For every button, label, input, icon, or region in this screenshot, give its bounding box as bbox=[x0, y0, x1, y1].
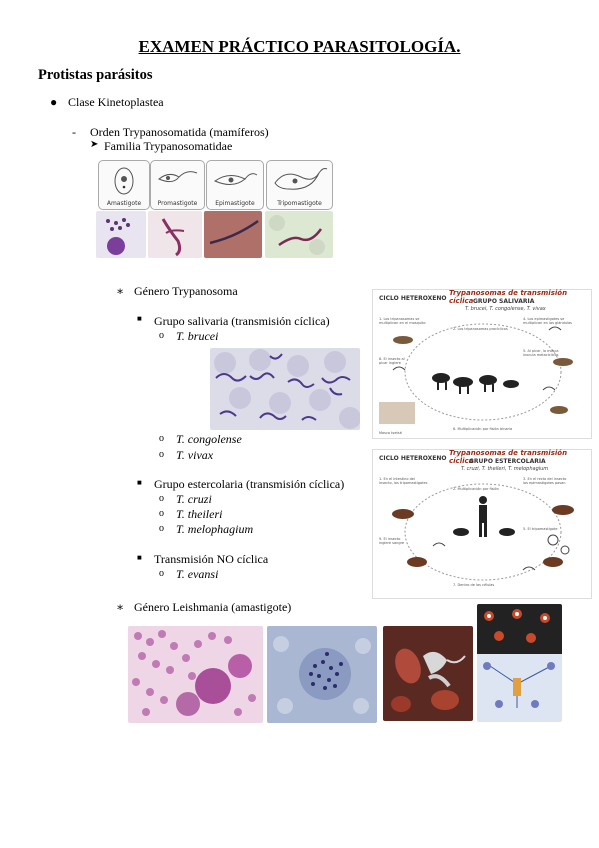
bullet-arrow: ➤ bbox=[90, 139, 99, 150]
svg-text:1. En el intestino del: 1. En el intestino del bbox=[379, 477, 415, 481]
species-t-congolense: T. congolense bbox=[176, 432, 242, 446]
promastigote-drawing bbox=[158, 171, 198, 183]
svg-text:Mosca tsetsé: Mosca tsetsé bbox=[379, 431, 402, 435]
bullet-star: ∗ bbox=[116, 600, 125, 614]
epimastigote-micrograph bbox=[204, 211, 262, 258]
bullet-star: ∗ bbox=[116, 284, 125, 298]
svg-text:los epimastigotes pasan: los epimastigotes pasan bbox=[523, 481, 566, 485]
species-t-evansi: T. evansi bbox=[176, 567, 219, 581]
epimastigote-drawing bbox=[213, 173, 258, 185]
diagram-group: GRUPO ESTERCOLARIA bbox=[469, 458, 546, 465]
svg-text:3. En el recto del insecto: 3. En el recto del insecto bbox=[523, 477, 566, 481]
bullet-circle: o bbox=[159, 493, 164, 504]
tripomastigote-micrograph bbox=[265, 211, 333, 258]
grupo-estercolaria: Grupo estercolaria (transmisión cíclica) bbox=[154, 477, 345, 491]
clase-label: Clase Kinetoplastea bbox=[68, 95, 164, 109]
diagram-corner-label: CICLO HETEROXENO bbox=[379, 295, 447, 302]
diagram-title: Trypanosomas de transmisión cíclica bbox=[449, 449, 568, 465]
t-brucei-micrograph bbox=[210, 348, 360, 430]
bullet-circle: o bbox=[159, 330, 164, 341]
stage-epimastigote: Epimastigote bbox=[206, 160, 264, 210]
svg-text:9. El insecto: 9. El insecto bbox=[379, 537, 400, 541]
section-heading: Protistas parásitos bbox=[38, 67, 153, 83]
salivaria-cycle-diagram: CICLO HETEROXENO Trypanosomas de transmi… bbox=[372, 289, 592, 439]
bullet-circle: o bbox=[159, 568, 164, 579]
leishmania-smear-2 bbox=[267, 626, 377, 723]
bullet-circle: o bbox=[159, 508, 164, 519]
svg-text:picar ingiere: picar ingiere bbox=[379, 361, 401, 365]
diagram-species: T. brucei, T. congolense, T. vivax bbox=[465, 306, 546, 312]
stage-promastigote: Promastigote bbox=[150, 160, 205, 210]
svg-text:5. Al picar, la mosca: 5. Al picar, la mosca bbox=[523, 349, 559, 353]
species-t-brucei: T. brucei bbox=[176, 329, 219, 343]
species-t-cruzi: T. cruzi bbox=[176, 492, 212, 506]
estercolaria-cycle-diagram: CICLO HETEROXENO Trypanosomas de transmi… bbox=[372, 449, 592, 599]
svg-text:inocula metacíclicos: inocula metacíclicos bbox=[523, 353, 559, 357]
svg-text:multiplican en el mosquito: multiplican en el mosquito bbox=[379, 321, 426, 325]
stage-label: Amastigote bbox=[106, 200, 142, 207]
amastigote-micrograph bbox=[96, 211, 146, 258]
diagram-corner-label: CICLO HETEROXENO bbox=[379, 455, 447, 462]
stage-label: Tripomastigote bbox=[277, 200, 322, 207]
bullet-square: ■ bbox=[137, 553, 142, 562]
genero-trypanosoma: Género Trypanosoma bbox=[134, 284, 238, 298]
promastigote-micrograph bbox=[148, 211, 202, 258]
svg-text:insecto, los tripomastigotes: insecto, los tripomastigotes bbox=[379, 481, 428, 485]
species-t-theileri: T. theileri bbox=[176, 507, 223, 521]
svg-text:7. Dentro de las células: 7. Dentro de las células bbox=[453, 583, 494, 587]
svg-text:1. Los tripanosomas se: 1. Los tripanosomas se bbox=[379, 317, 419, 321]
diagram-title: Trypanosomas de transmisión cíclica bbox=[449, 289, 568, 305]
svg-text:2. Multiplicación por fisión: 2. Multiplicación por fisión bbox=[453, 487, 499, 491]
diagram-group: GRUPO SALIVARIA bbox=[473, 298, 535, 305]
grupo-salivaria: Grupo salivaria (transmisión cíclica) bbox=[154, 314, 330, 328]
svg-text:ingiere sangre: ingiere sangre bbox=[379, 541, 404, 545]
tripomastigote-drawing bbox=[274, 168, 328, 190]
bullet-square: ■ bbox=[137, 314, 142, 323]
genero-leishmania: Género Leishmania (amastigote) bbox=[134, 600, 292, 614]
bullet-dash: - bbox=[72, 125, 76, 139]
svg-text:5. El tripomastigote: 5. El tripomastigote bbox=[523, 527, 558, 531]
species-t-vivax: T. vivax bbox=[176, 448, 214, 462]
amastigote-drawing bbox=[114, 167, 134, 195]
bullet-circle: o bbox=[159, 523, 164, 534]
bullet-dot: ● bbox=[50, 95, 58, 109]
svg-text:2. Los tripanosomas procíclico: 2. Los tripanosomas procíclicos bbox=[453, 327, 508, 331]
orden-label: Orden Trypanosomatida (mamíferos) bbox=[90, 125, 269, 139]
leishmania-smear-1 bbox=[128, 626, 263, 723]
diagram-species: T. cruzi, T. theileri, T. melophagium bbox=[461, 466, 549, 472]
stage-label: Epimastigote bbox=[215, 200, 255, 207]
svg-text:4. Los epimastigotes se: 4. Los epimastigotes se bbox=[523, 317, 564, 321]
bullet-circle: o bbox=[159, 449, 164, 460]
leishmania-sem-image bbox=[383, 626, 473, 721]
svg-text:6. Multiplicación por fisión b: 6. Multiplicación por fisión binaria bbox=[453, 427, 512, 431]
bullet-square: ■ bbox=[137, 478, 142, 487]
bullet-circle: o bbox=[159, 433, 164, 444]
page-title: EXAMEN PRÁCTICO PARASITOLOGÍA. bbox=[138, 37, 461, 56]
stage-amastigote: Amastigote bbox=[98, 160, 150, 210]
species-t-melophagium: T. melophagium bbox=[176, 522, 254, 536]
familia-label: Familia Trypanosomatidae bbox=[104, 139, 233, 153]
stage-tripomastigote: Tripomastigote bbox=[266, 160, 333, 210]
svg-text:multiplican en las glándulas: multiplican en las glándulas bbox=[523, 321, 572, 325]
stage-label: Promastigote bbox=[157, 200, 198, 207]
svg-text:8. El insecto al: 8. El insecto al bbox=[379, 357, 405, 361]
leishmania-life-cycle-image bbox=[477, 604, 562, 722]
transmision-no-ciclica: Transmisión NO cíclica bbox=[154, 552, 269, 566]
